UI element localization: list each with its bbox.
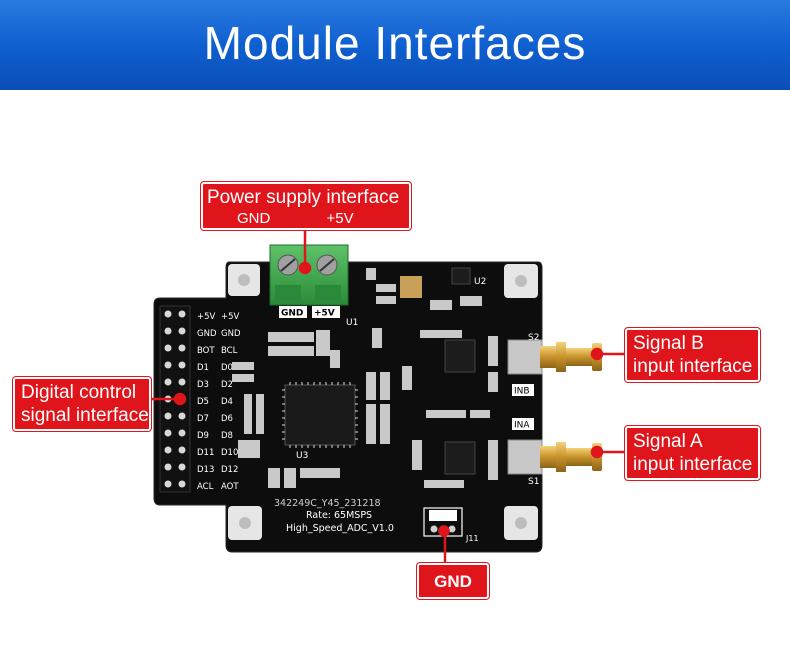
- silk-info: 342249C_Y45_231218 Rate: 65MSPS High_Spe…: [274, 498, 394, 534]
- callout-digital-line1: Digital control: [21, 382, 137, 403]
- terminal-gnd-label: GND: [281, 309, 303, 319]
- hdr-r-4: D2: [221, 380, 233, 390]
- hdr-r-10: AOT: [221, 482, 239, 492]
- s1-label: S1: [528, 477, 539, 487]
- smd-components: [232, 268, 498, 488]
- hdr-r-3: D0: [221, 363, 233, 373]
- callout-gnd: GND: [417, 563, 489, 599]
- ic-chips: [282, 267, 476, 475]
- mounting-holes: [228, 264, 538, 540]
- power-terminal-block: [269, 244, 349, 306]
- hdr-l-10: ACL: [197, 482, 214, 492]
- callout-power-supply: Power supply interface GND +5V: [201, 182, 411, 230]
- gnd-header-j11: GND J11: [423, 507, 479, 543]
- hdr-r-1: GND: [221, 329, 241, 339]
- callout-digital-control: Digital control signal interface: [13, 377, 151, 431]
- callout-signal-a: Signal A input interface: [625, 426, 760, 480]
- hdr-r-8: D10: [221, 448, 238, 458]
- hdr-l-2: BOT: [197, 346, 215, 356]
- callout-signal-a-line1: Signal A: [633, 431, 703, 452]
- terminal-5v-label: +5V: [314, 309, 335, 319]
- ina-label: INA: [514, 421, 530, 431]
- header-banner: [0, 0, 790, 90]
- callout-signal-b: Signal B input interface: [625, 328, 760, 382]
- callout-signal-b-line2: input interface: [633, 356, 753, 377]
- silk-line-1: 342249C_Y45_231218: [274, 498, 381, 509]
- hdr-r-5: D4: [221, 397, 233, 407]
- gnd-header-label: GND: [432, 512, 453, 522]
- u1-label: U1: [346, 318, 358, 328]
- silk-line-2: Rate: 65MSPS: [306, 510, 372, 521]
- hdr-l-0: +5V: [197, 312, 216, 322]
- hdr-l-7: D9: [197, 431, 209, 441]
- j11-label: J11: [465, 534, 479, 543]
- header-labels: +5V GND BOT D1 D3 D5 D7 D9 D11 D13 ACL +…: [197, 312, 241, 492]
- page-title: Module Interfaces: [203, 17, 587, 69]
- callout-power-5v: +5V: [326, 210, 354, 227]
- callout-signal-a-line2: input interface: [633, 454, 753, 475]
- callout-digital-line2: signal interface: [21, 405, 149, 426]
- hdr-l-3: D1: [197, 363, 209, 373]
- hdr-r-2: BCL: [221, 346, 238, 356]
- sma-connector-b: [507, 339, 602, 375]
- callout-power-title: Power supply interface: [207, 187, 400, 208]
- hdr-r-6: D6: [221, 414, 233, 424]
- u3-label: U3: [296, 451, 308, 461]
- u2-label: U2: [474, 277, 486, 287]
- callout-pointers: [150, 230, 625, 563]
- hdr-l-6: D7: [197, 414, 209, 424]
- callout-power-gnd: GND: [237, 210, 271, 227]
- hdr-l-8: D11: [197, 448, 214, 458]
- sma-connector-a: [507, 439, 602, 475]
- hdr-r-7: D8: [221, 431, 233, 441]
- hdr-r-0: +5V: [221, 312, 240, 322]
- hdr-l-9: D13: [197, 465, 214, 475]
- callout-signal-b-line1: Signal B: [633, 333, 704, 354]
- inb-label: INB: [514, 387, 530, 397]
- hdr-r-9: D12: [221, 465, 238, 475]
- silk-line-3: High_Speed_ADC_V1.0: [286, 523, 394, 534]
- s2-label: S2: [528, 333, 539, 343]
- hdr-l-4: D3: [197, 380, 209, 390]
- hdr-l-1: GND: [197, 329, 217, 339]
- hdr-l-5: D5: [197, 397, 209, 407]
- callout-power-pins: GND +5V: [207, 209, 405, 228]
